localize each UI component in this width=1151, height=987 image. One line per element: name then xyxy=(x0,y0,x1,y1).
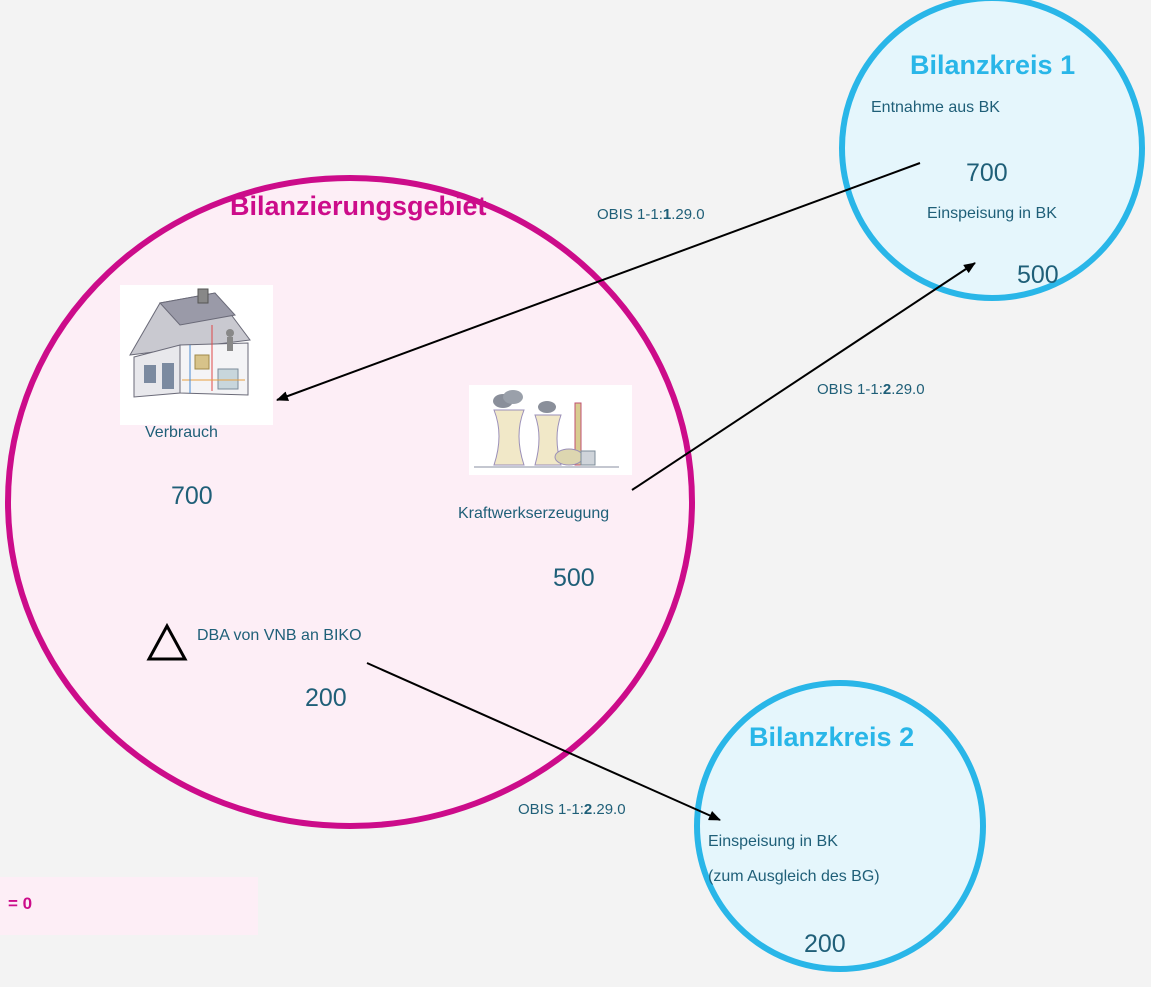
bilanzkreis-1-title: Bilanzkreis 1 xyxy=(910,50,1076,80)
balance-sum-text: = 0 xyxy=(8,894,33,913)
arrow-bk1-to-verbrauch xyxy=(276,162,921,401)
house-cutaway-icon xyxy=(120,285,273,425)
bilanzierungsgebiet-title: Bilanzierungsgebiet xyxy=(230,191,487,221)
bk1-einspeisung-value: 500 xyxy=(1017,261,1059,289)
dba-label: DBA von VNB an BIKO xyxy=(197,627,362,644)
obis-3-prefix: OBIS 1-1: xyxy=(518,801,584,818)
obis-3-bold: 2 xyxy=(583,801,593,818)
obis-1-suffix: .29.0 xyxy=(671,206,705,223)
bk1-einspeisung-label: Einspeisung in BK xyxy=(927,205,1057,222)
balance-sum-box: = 0 xyxy=(0,877,258,935)
obis-label-1: OBIS 1-1:1.29.0 xyxy=(597,206,705,223)
bk2-einspeisung-label: Einspeisung in BK xyxy=(708,833,838,850)
bk1-entnahme-value: 700 xyxy=(966,159,1008,187)
bilanzkreis-2-title: Bilanzkreis 2 xyxy=(749,722,915,752)
obis-2-bold: 2 xyxy=(882,381,892,398)
obis-label-2: OBIS 1-1:2.29.0 xyxy=(817,381,925,398)
bk2-einspeisung-sub: (zum Ausgleich des BG) xyxy=(708,868,880,885)
dba-value: 200 xyxy=(305,684,347,712)
bilanzierungsgebiet-circle xyxy=(5,175,695,829)
kraftwerk-label: Kraftwerkserzeugung xyxy=(458,505,610,522)
obis-2-prefix: OBIS 1-1: xyxy=(817,381,883,398)
obis-2-suffix: .29.0 xyxy=(891,381,925,398)
bk1-entnahme-label: Entnahme aus BK xyxy=(871,99,1000,116)
bk2-einspeisung-value: 200 xyxy=(804,930,846,958)
kraftwerk-value: 500 xyxy=(553,564,595,592)
obis-3-suffix: .29.0 xyxy=(592,801,626,818)
power-plant-icon xyxy=(469,385,632,475)
obis-1-prefix: OBIS 1-1: xyxy=(597,206,663,223)
arrow-kraftwerk-to-bk1 xyxy=(631,262,976,491)
bilanzkreis-2-circle xyxy=(694,680,986,972)
arrow-dba-to-bk2 xyxy=(366,662,721,821)
bilanzkreis-1-circle xyxy=(839,0,1145,301)
obis-label-3: OBIS 1-1:2.29.0 xyxy=(518,801,626,818)
delta-triangle-icon xyxy=(146,622,188,661)
obis-1-bold: 1 xyxy=(662,206,672,223)
verbrauch-label: Verbrauch xyxy=(145,424,218,441)
verbrauch-value: 700 xyxy=(171,482,213,510)
